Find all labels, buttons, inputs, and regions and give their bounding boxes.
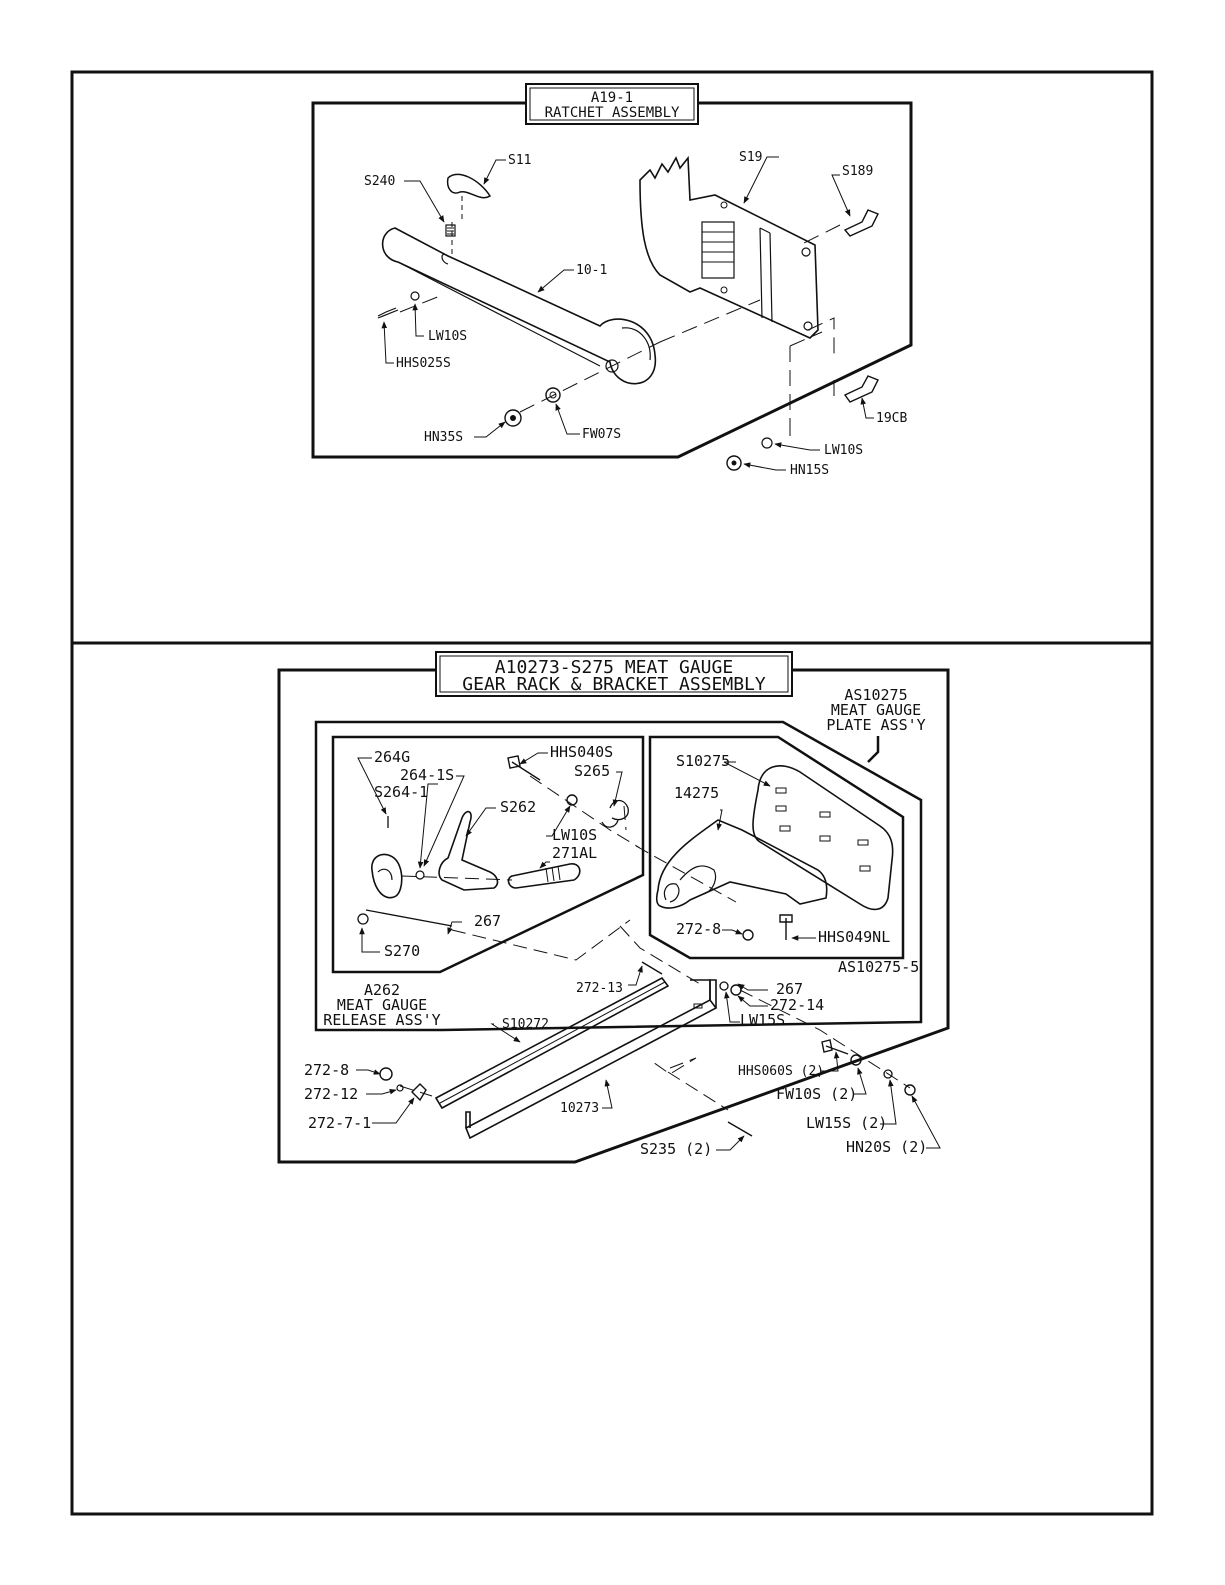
label-272-8-plate: 272-8 <box>676 920 721 938</box>
label-272-8-rack: 272-8 <box>304 1061 349 1079</box>
label-hn35s: HN35S <box>424 430 463 445</box>
hn20s-nut <box>904 1084 916 1096</box>
label-272-14: 272-14 <box>770 996 824 1014</box>
label-264-1s: 264-1S <box>400 766 454 784</box>
label-272-12: 272-12 <box>304 1085 358 1103</box>
p272-14-nut <box>730 984 742 996</box>
lw15s-washer-b <box>883 1069 893 1079</box>
label-s19: S19 <box>739 150 762 165</box>
label-s262: S262 <box>500 798 536 816</box>
label-plate-assy-1: AS10275 <box>844 686 907 704</box>
label-267-b: 267 <box>776 980 803 998</box>
meat-gauge-outer-frame <box>277 668 950 1164</box>
label-lw15s: LW15S <box>740 1011 785 1029</box>
p10273-bracket <box>464 979 718 1140</box>
label-release-assy-2: MEAT GAUGE <box>337 996 427 1014</box>
label-release-assy-1: A262 <box>364 981 400 999</box>
meat-gauge-title-line1: A10273-S275 MEAT GAUGE <box>495 657 733 678</box>
label-hhs060s: HHS060S (2) <box>738 1064 824 1079</box>
fw10s-washer <box>850 1054 862 1066</box>
release-assy-frame <box>314 720 923 1032</box>
label-s189: S189 <box>842 164 873 179</box>
s19-ratchet-plate <box>639 155 819 339</box>
meat-gauge-title-box <box>435 651 793 697</box>
s10272-gear-rack <box>434 976 670 1110</box>
label-as10275-5: AS10275-5 <box>838 958 919 976</box>
label-272-13: 272-13 <box>576 981 623 996</box>
label-264g: 264G <box>374 748 410 766</box>
label-hn15s: HN15S <box>790 463 829 478</box>
label-267: 267 <box>474 912 501 930</box>
hhs025s-screw <box>377 307 399 319</box>
label-s270: S270 <box>384 942 420 960</box>
label-19cb: 19CB <box>876 411 907 426</box>
lw10s-ring <box>566 794 578 806</box>
p272-12-washer <box>396 1084 404 1092</box>
p272-13-pin <box>641 961 663 975</box>
label-lw10s-b: LW10S <box>824 443 863 458</box>
label-plate-assy-3: PLATE ASS'Y <box>826 716 925 734</box>
label-10273: 10273 <box>560 1101 599 1116</box>
label-lw10s-a: LW10S <box>428 329 467 344</box>
ratchet-assembly-diagram: A19-1 RATCHET ASSEMBLY <box>311 83 913 478</box>
label-14275: 14275 <box>674 784 719 802</box>
label-s10275: S10275 <box>676 752 730 770</box>
release-knob <box>371 853 403 899</box>
ratchet-assembly-frame <box>311 101 913 459</box>
label-lw15s-b: LW15S (2) <box>806 1114 887 1132</box>
s235-pin <box>727 1121 753 1137</box>
p272-7-1-gear <box>411 1083 427 1102</box>
page-frame <box>70 70 1154 1516</box>
hn35s-nut <box>504 409 522 427</box>
plate-assy-frame <box>648 735 905 960</box>
ratchet-title-box <box>525 83 699 125</box>
label-272-7-1: 272-7-1 <box>308 1114 371 1132</box>
p272-8-nut <box>379 1067 393 1081</box>
label-fw07s: FW07S <box>582 427 621 442</box>
s270-rod <box>365 909 453 927</box>
label-plate-assy-2: MEAT GAUGE <box>831 701 921 719</box>
label-hhs025s: HHS025S <box>396 356 451 371</box>
label-10-1: 10-1 <box>576 263 607 278</box>
label-s265: S265 <box>574 762 610 780</box>
fw07s-washer <box>545 387 561 403</box>
s262-lever <box>438 810 499 891</box>
hhs060s-screw <box>821 1039 849 1055</box>
label-release-assy-3: RELEASE ASS'Y <box>323 1011 440 1029</box>
lw10s-washer-a <box>410 291 420 301</box>
label-s264-1: S264-1 <box>374 783 428 801</box>
label-271al: 271AL <box>552 844 597 862</box>
label-hhs049nl: HHS049NL <box>818 928 890 946</box>
label-s240: S240 <box>364 174 395 189</box>
ratchet-title-name: RATCHET ASSEMBLY <box>545 105 680 121</box>
s11-part <box>446 173 492 199</box>
lw15s-ring <box>719 981 729 991</box>
p271al-pin <box>507 863 581 889</box>
label-s235: S235 (2) <box>640 1140 712 1158</box>
meat-gauge-title-line2: GEAR RACK & BRACKET ASSEMBLY <box>462 674 766 695</box>
ratchet-handle <box>381 227 656 385</box>
s264-1-ring <box>415 870 425 880</box>
label-hn20s: HN20S (2) <box>846 1138 927 1156</box>
label-hhs040s: HHS040S <box>550 743 613 761</box>
hhs049nl-screw <box>779 914 793 940</box>
label-lw10s-release: LW10S <box>552 826 597 844</box>
label-fw10s: FW10S (2) <box>776 1085 857 1103</box>
p19cb-bolt <box>843 375 879 403</box>
p272-8-cap <box>742 929 754 941</box>
label-s10272: S10272 <box>502 1017 549 1032</box>
lw10s-washer-b <box>761 437 773 449</box>
s10275-plate <box>752 764 894 911</box>
meat-gauge-assembly-diagram: A10273-S275 MEAT GAUGE GEAR RACK & BRACK… <box>277 651 950 1164</box>
release-assy-inner-frame <box>331 735 645 974</box>
hhs040s-screw <box>507 755 541 781</box>
hn15s-nut <box>726 455 742 471</box>
s189-bolt <box>843 209 879 237</box>
p14275-bracket <box>655 819 828 909</box>
ratchet-title-code: A19-1 <box>591 90 633 106</box>
label-s11: S11 <box>508 153 531 168</box>
